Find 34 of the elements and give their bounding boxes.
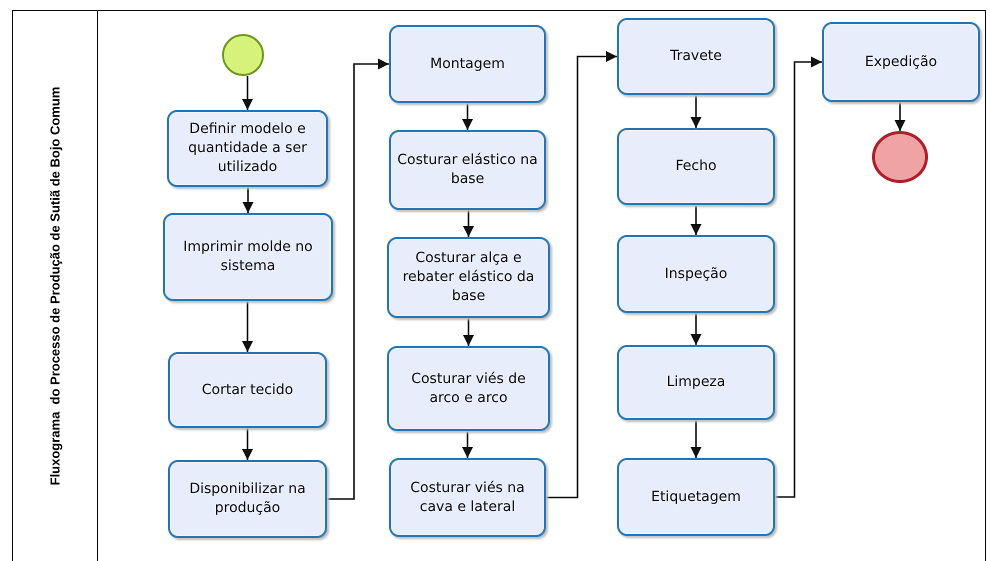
task-box: Definir modelo e quantidade a ser utilizado xyxy=(167,110,328,187)
task-box: Fecho xyxy=(617,128,775,205)
arrow xyxy=(690,205,702,235)
pool-frame xyxy=(12,10,986,561)
start-event-circle xyxy=(222,34,264,76)
arrow xyxy=(546,50,617,498)
arrow xyxy=(690,420,702,458)
task-box: Cortar tecido xyxy=(168,352,327,428)
arrow xyxy=(462,210,474,237)
task-box: Limpeza xyxy=(617,345,775,420)
task-box: Costurar alça e rebater elástico da base xyxy=(387,237,550,318)
arrow xyxy=(462,103,474,130)
arrow xyxy=(775,56,822,498)
arrow xyxy=(242,301,254,352)
arrow xyxy=(242,428,254,460)
arrow xyxy=(242,76,254,110)
task-box: Expedição xyxy=(822,22,980,102)
task-box: Costurar elástico na base xyxy=(389,130,546,210)
arrow xyxy=(690,95,702,128)
task-box: Inspeção xyxy=(617,235,775,313)
task-box: Montagem xyxy=(389,25,546,103)
task-box: Costurar viés de arco e arco xyxy=(387,346,550,431)
arrow xyxy=(894,102,906,131)
arrow xyxy=(462,431,474,458)
pool-title: Fluxograma do Processo de Produção de Sutiã de Bojo Comum xyxy=(48,86,62,486)
arrow xyxy=(690,313,702,345)
task-box: Costurar viés na cava e lateral xyxy=(389,458,546,537)
arrow xyxy=(327,58,389,500)
task-box: Disponibilizar na produção xyxy=(168,460,327,538)
task-box: Etiquetagem xyxy=(617,458,775,536)
task-box: Imprimir molde no sistema xyxy=(163,213,333,301)
arrow xyxy=(462,318,474,346)
arrow xyxy=(242,187,254,213)
task-box: Travete xyxy=(617,18,775,95)
